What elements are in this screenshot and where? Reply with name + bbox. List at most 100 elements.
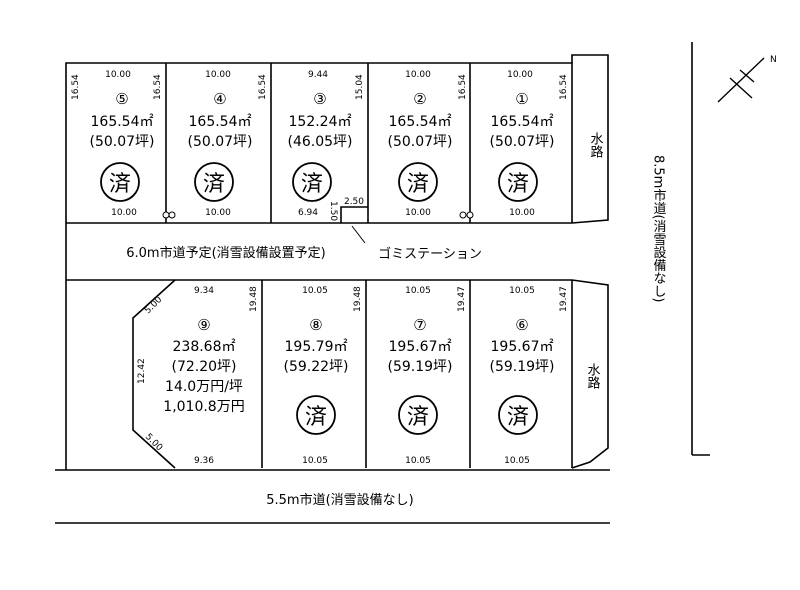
lot-3-notch-width: 2.50	[344, 197, 364, 207]
lot-3-bottom: 6.94	[298, 208, 318, 218]
lot-4-tsubo: (50.07坪)	[187, 134, 252, 150]
lot-8-area: 195.79㎡	[285, 339, 348, 355]
boundary-marker	[459, 211, 467, 219]
road-right-label: 8.5m市道(消雪設備なし)	[651, 155, 667, 302]
lot-4-bottom: 10.00	[205, 208, 231, 218]
lot-2-top: 10.00	[405, 70, 431, 80]
lot-6-tsubo: (59.19坪)	[489, 359, 554, 375]
north-label: N	[770, 55, 777, 65]
lot-5-status: 済	[109, 172, 131, 197]
sold-badge	[194, 162, 234, 202]
lot-6-status: 済	[507, 405, 529, 430]
sold-badge	[498, 395, 538, 435]
road-bottom-label: 5.5m市道(消雪設備なし)	[266, 492, 413, 508]
sold-badge	[498, 162, 538, 202]
lot-3-notch-height: 1.50	[328, 201, 338, 221]
sold-badge	[100, 162, 140, 202]
lot-9-area: 238.68㎡	[173, 339, 236, 355]
lot-1-bottom: 10.00	[509, 208, 535, 218]
lot-5-top: 10.00	[105, 70, 131, 80]
lot-9-top: 9.34	[194, 286, 214, 296]
lot-5-left: 16.54	[71, 74, 81, 100]
lot-6-top: 10.05	[509, 286, 535, 296]
boundary-markers	[162, 211, 474, 219]
lot-9-tsubo: (72.20坪)	[171, 359, 236, 375]
lot-1-status: 済	[507, 172, 529, 197]
lot-6: 10.05 10.05 19.47 ⑥ 195.67㎡ (59.19坪) 済	[489, 286, 569, 466]
lot-9-corner-top: 5.00	[143, 295, 164, 316]
boundary-marker	[162, 211, 170, 219]
lot-4-status: 済	[203, 172, 225, 197]
lot-7-status: 済	[407, 405, 429, 430]
lot-5-right: 16.54	[153, 74, 163, 100]
lot-5-tsubo: (50.07坪)	[89, 134, 154, 150]
lot-8-top: 10.05	[302, 286, 328, 296]
lot-2-area: 165.54㎡	[389, 114, 452, 130]
lot-1-number: ①	[515, 90, 528, 108]
lot-4-right: 16.54	[258, 74, 268, 100]
lot-5: 10.00 10.00 16.54 16.54 ⑤ 165.54㎡ (50.07…	[71, 70, 163, 218]
road-middle-label: 6.0m市道予定(消雪設備設置予定)	[126, 245, 325, 261]
lot-6-area: 195.67㎡	[491, 339, 554, 355]
lot-7-number: ⑦	[413, 316, 426, 334]
garbage-station-label: ゴミステーション	[378, 246, 482, 262]
lot-2-bottom: 10.00	[405, 208, 431, 218]
lot-8-number: ⑧	[309, 316, 322, 334]
lot-7-top: 10.05	[405, 286, 431, 296]
lot-8: 10.05 10.05 19.48 ⑧ 195.79㎡ (59.22坪) 済	[283, 286, 363, 466]
lot-8-right: 19.48	[353, 286, 363, 312]
lot-7-bottom: 10.05	[405, 456, 431, 466]
lot-4-area: 165.54㎡	[189, 114, 252, 130]
lot-1-tsubo: (50.07坪)	[489, 134, 554, 150]
lot-3: 9.44 6.94 15.04 2.50 1.50 ③ 152.24㎡ (46.…	[287, 70, 365, 221]
lot-8-bottom: 10.05	[302, 456, 328, 466]
lot-3-number: ③	[313, 90, 326, 108]
sold-badge	[292, 162, 332, 202]
lot-6-right: 19.47	[559, 286, 569, 312]
lot-2-tsubo: (50.07坪)	[387, 134, 452, 150]
lot-9-left: 12.42	[137, 358, 147, 384]
lot-1: 10.00 10.00 16.54 ① 165.54㎡ (50.07坪) 済	[489, 70, 569, 218]
lot-6-number: ⑥	[515, 316, 528, 334]
lot-3-right: 15.04	[355, 74, 365, 100]
lot-2-status: 済	[407, 172, 429, 197]
sold-badge	[398, 162, 438, 202]
lot-9-price-unit: 14.0万円/坪	[165, 379, 243, 395]
lot-2: 10.00 10.00 16.54 ② 165.54㎡ (50.07坪) 済	[387, 70, 468, 218]
lot-9-number: ⑨	[197, 316, 210, 334]
lot-3-area: 152.24㎡	[289, 114, 352, 130]
lot-5-bottom: 10.00	[111, 208, 137, 218]
boundary-marker	[168, 211, 176, 219]
lot-8-tsubo: (59.22坪)	[283, 359, 348, 375]
lot-1-right: 16.54	[559, 74, 569, 100]
lot-3-tsubo: (46.05坪)	[287, 134, 352, 150]
plan-lines	[55, 42, 710, 524]
lot-5-number: ⑤	[115, 90, 128, 108]
sold-badge	[398, 395, 438, 435]
sold-badge	[296, 395, 336, 435]
lot-7: 10.05 10.05 19.47 ⑦ 195.67㎡ (59.19坪) 済	[387, 286, 467, 466]
lot-4: 10.00 10.00 16.54 ④ 165.54㎡ (50.07坪) 済	[187, 70, 268, 218]
waterway-top-label: 水路	[588, 132, 604, 158]
lot-7-area: 195.67㎡	[389, 339, 452, 355]
lot-3-top: 9.44	[308, 70, 328, 80]
lot-8-status: 済	[305, 405, 327, 430]
lot-2-number: ②	[413, 90, 426, 108]
lot-9-right: 19.48	[249, 286, 259, 312]
lot-9: 9.34 9.36 12.42 19.48 5.00 5.00 ⑨ 238.68…	[137, 286, 259, 466]
lot-7-tsubo: (59.19坪)	[387, 359, 452, 375]
boundary-marker	[466, 211, 474, 219]
lot-1-area: 165.54㎡	[491, 114, 554, 130]
lot-4-top: 10.00	[205, 70, 231, 80]
lot-5-area: 165.54㎡	[91, 114, 154, 130]
lot-1-top: 10.00	[507, 70, 533, 80]
lot-9-bottom: 9.36	[194, 456, 214, 466]
lot-6-bottom: 10.05	[504, 456, 530, 466]
waterway-bottom-label: 水路	[585, 363, 601, 389]
lot-2-right: 16.54	[458, 74, 468, 100]
lot-7-right: 19.47	[457, 286, 467, 312]
north-arrow-icon	[717, 57, 765, 103]
lot-4-number: ④	[213, 90, 226, 108]
lot-9-price-total: 1,010.8万円	[163, 399, 244, 415]
